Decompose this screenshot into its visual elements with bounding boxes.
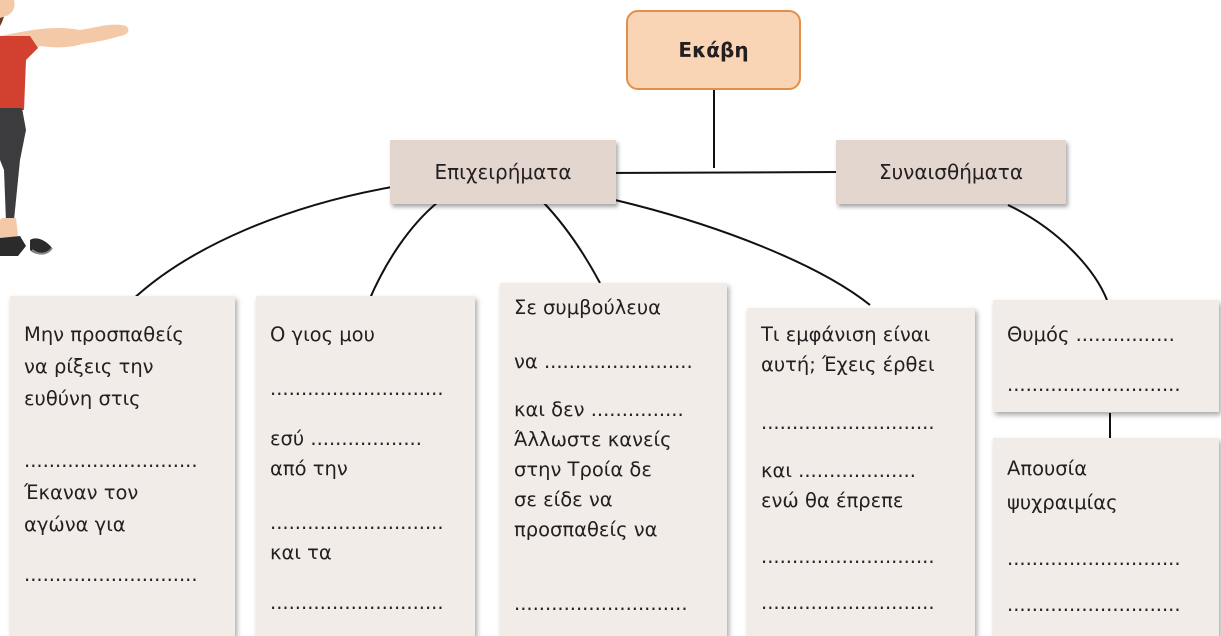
leaf-blank: ............................	[1007, 547, 1181, 570]
leaf-text: αυτή; Έχεις έρθει	[761, 353, 935, 376]
leaf-blank: ............................	[1007, 373, 1181, 396]
leaf-text: Θυμός ................	[1007, 323, 1175, 346]
leaf-text: Άλλωστε κανείς	[514, 428, 672, 451]
leaf-box-6: Απουσία ψυχραιμίας .....................…	[993, 438, 1219, 636]
leaf-text: ευθύνη στις	[24, 387, 141, 410]
leaf-blank: ............................	[270, 377, 444, 400]
leaf-blank: ............................	[24, 449, 198, 472]
leaf-text: Μην προσπαθείς	[24, 323, 184, 346]
category-emotions: Συναισθήματα	[836, 140, 1066, 204]
leaf-blank: ............................	[761, 591, 935, 614]
leaf-text: εσύ ..................	[270, 427, 422, 450]
connector-leaf2	[367, 201, 439, 304]
category-arguments-label: Επιχειρήματα	[434, 160, 572, 184]
leaf-text: Έκαναν τον	[24, 481, 139, 504]
leaf-text: και ...................	[761, 459, 916, 482]
leaf-text: να ρίξεις την	[24, 355, 154, 378]
leaf-text: Σε συμβούλευα	[514, 296, 661, 319]
root-node: Εκάβη	[626, 10, 801, 90]
leaf-text: ψυχραιμίας	[1007, 491, 1118, 514]
leaf-blank: ............................	[1007, 593, 1181, 616]
leaf-box-2: Ο γιος μου ............................ …	[256, 296, 475, 636]
leaf-blank: ............................	[761, 545, 935, 568]
leaf-text: ενώ θα έπρεπε	[761, 489, 904, 512]
leaf-blank: ............................	[270, 511, 444, 534]
category-connector	[599, 171, 839, 174]
category-arguments: Επιχειρήματα	[390, 140, 616, 204]
leaf-box-1: Μην προσπαθείς να ρίξεις την ευθύνη στις…	[10, 296, 235, 636]
leaf-blank: ............................	[514, 592, 688, 615]
leaf-text: από την	[270, 457, 348, 480]
leaf-text: Ο γιος μου	[270, 323, 375, 346]
leaf-blank: ............................	[270, 591, 444, 614]
connector-leaf3	[542, 201, 601, 284]
leaf-text: Απουσία	[1007, 457, 1088, 480]
leaf-text: και τα	[270, 541, 332, 564]
connector-leaf1	[129, 186, 393, 303]
leaf-box-4: Τι εμφάνιση είναι αυτή; Έχεις έρθει ....…	[747, 308, 975, 636]
leaf-text: Τι εμφάνιση είναι	[761, 323, 931, 346]
leaf-text: στην Τροία δε	[514, 458, 652, 481]
leaf-text: να ........................	[514, 350, 693, 373]
connector-leaf4	[614, 199, 871, 306]
leaf-text: αγώνα για	[24, 513, 126, 536]
leaf-blank: ............................	[24, 563, 198, 586]
leaf-text: προσπαθείς να	[514, 518, 658, 541]
girl-illustration	[0, 0, 129, 256]
category-emotions-label: Συναισθήματα	[878, 160, 1024, 184]
root-label: Εκάβη	[678, 38, 749, 62]
leaf-text: σε είδε να	[514, 488, 613, 511]
leaf-blank: ............................	[761, 411, 935, 434]
leaf-box-5: Θυμός ................ .................…	[993, 300, 1219, 412]
connector-leaf5	[1007, 204, 1108, 301]
leaf-text: και δεν ...............	[514, 398, 684, 421]
leaf-box-3: Σε συμβούλευα να .......................…	[500, 283, 727, 636]
